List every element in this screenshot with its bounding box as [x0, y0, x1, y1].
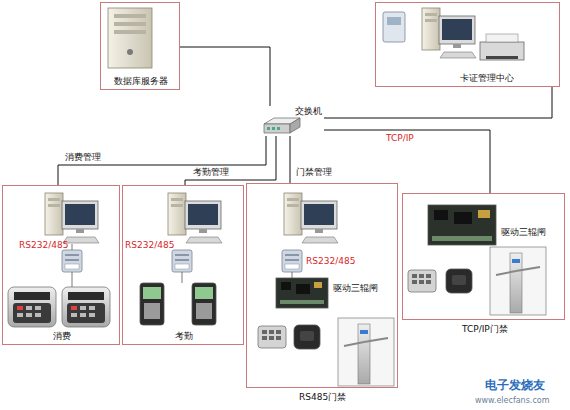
- port-label: RS232/485: [124, 240, 175, 251]
- card-center-box: 卡证管理中心: [375, 2, 560, 87]
- node-label: 考勤: [175, 331, 193, 342]
- line-label: TCP/IP: [385, 133, 415, 144]
- node-label: 卡证管理中心: [460, 73, 514, 84]
- node-label: 数据库服务器: [114, 76, 168, 87]
- node-label: 消费: [53, 331, 71, 342]
- network-line: [58, 136, 266, 185]
- attendance-devices: [140, 193, 222, 325]
- port-label: RS232/485: [305, 256, 356, 267]
- consumption-box: 消费: [2, 185, 120, 345]
- node-label: TCP/IP门禁: [462, 324, 508, 335]
- consumption-devices: [8, 193, 110, 327]
- watermark: 电子发烧友: [484, 378, 546, 392]
- network-line: [290, 136, 291, 183]
- node-label: 交换机: [295, 106, 322, 117]
- server-box: 数据库服务器: [100, 2, 180, 90]
- network-line: [324, 87, 552, 118]
- rs485-access-devices: [258, 193, 394, 386]
- line-label: 门禁管理: [295, 167, 333, 178]
- tcpip-access-box: TCP/IP门禁: [402, 193, 565, 320]
- device-label: 驱动三辊闸: [500, 227, 547, 238]
- tcpip-access-devices: [408, 205, 546, 315]
- card-center-icons: [383, 8, 524, 60]
- attendance-box: 考勤: [122, 185, 244, 345]
- switch-icon: [264, 118, 300, 133]
- network-line: [185, 136, 276, 185]
- switch-node: 交换机: [262, 106, 324, 136]
- network-line: [180, 47, 270, 106]
- line-label: 消费管理: [64, 152, 102, 163]
- port-label: RS232/485: [18, 240, 69, 251]
- line-label: 考勤管理: [192, 167, 230, 178]
- server-icon: [108, 8, 152, 68]
- node-label: RS485门禁: [299, 392, 346, 403]
- device-label: 驱动三辊闸: [332, 283, 379, 294]
- watermark: www.elecfans.com: [474, 396, 551, 406]
